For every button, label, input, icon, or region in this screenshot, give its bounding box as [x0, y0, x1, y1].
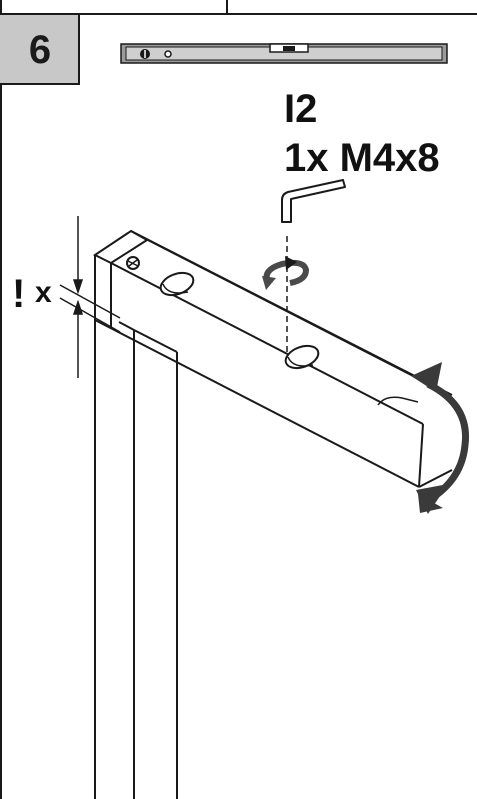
part-quantity-label: 1x M4x8	[284, 136, 440, 180]
part-code-label: I2	[284, 87, 318, 131]
step-number: 6	[28, 27, 52, 72]
frame-beam	[93, 229, 453, 488]
allen-key-icon	[281, 179, 346, 223]
gap-label: x	[35, 276, 52, 309]
step-number-box	[0, 15, 80, 85]
gap-indicator-icon	[59, 216, 121, 378]
spirit-level-icon	[120, 43, 448, 64]
warning-mark: !	[12, 272, 26, 316]
table-leg	[94, 258, 178, 799]
tilt-arrow-icon	[411, 362, 470, 514]
rotate-arrow-icon	[262, 256, 310, 290]
